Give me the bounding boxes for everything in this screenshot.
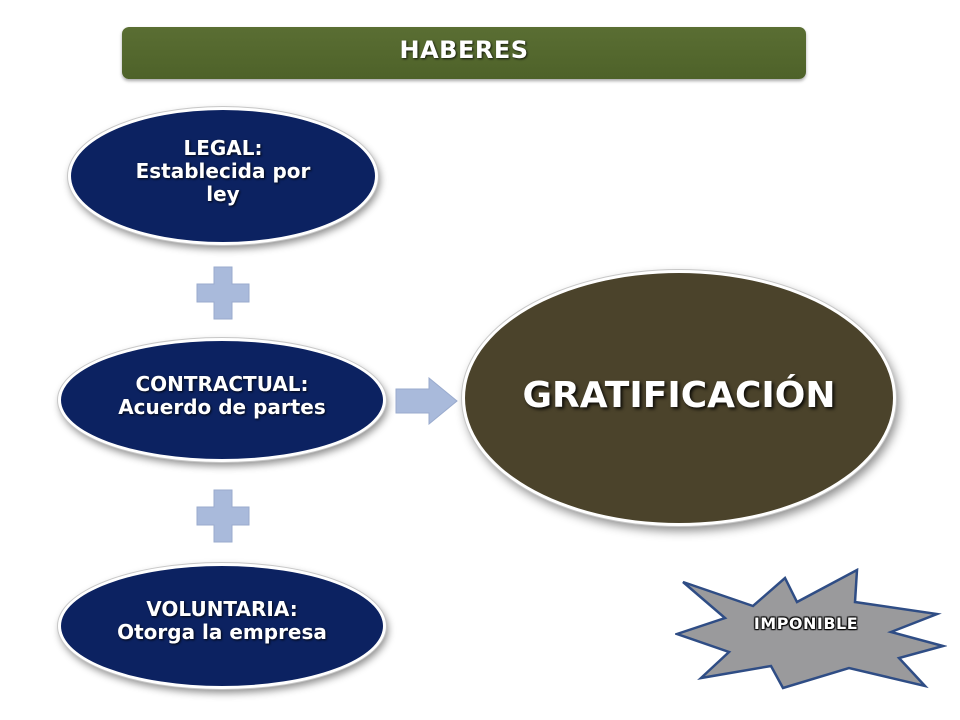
legal-line1: LEGAL: <box>183 135 263 160</box>
legal-line2: Establecida por <box>135 158 311 183</box>
contractual-line1: CONTRACTUAL: <box>135 372 309 396</box>
imponible-badge: IMPONIBLE <box>753 614 859 633</box>
arrow-right-icon <box>395 377 458 425</box>
contractual-line2: Acuerdo de partes <box>118 395 326 419</box>
contractual-node: CONTRACTUAL: Acuerdo de partes <box>58 338 386 462</box>
contractual-text: CONTRACTUAL: Acuerdo de partes <box>118 373 326 419</box>
gratificacion-node: GRATIFICACIÓN <box>462 270 896 526</box>
title-text: HABERES <box>399 36 529 64</box>
plus-icon <box>196 266 250 320</box>
plus-icon <box>196 489 250 543</box>
gratificacion-label: GRATIFICACIÓN <box>522 374 836 416</box>
legal-line3: ley <box>206 181 240 206</box>
voluntaria-line1: VOLUNTARIA: <box>146 597 298 621</box>
title-banner: HABERES <box>122 27 806 79</box>
legal-node: LEGAL: Establecida por ley <box>68 107 378 245</box>
voluntaria-text: VOLUNTARIA: Otorga la empresa <box>117 598 327 644</box>
starburst-shape <box>675 568 947 690</box>
voluntaria-line2: Otorga la empresa <box>117 620 327 644</box>
voluntaria-node: VOLUNTARIA: Otorga la empresa <box>58 563 386 689</box>
legal-text: LEGAL: Establecida por ley <box>135 135 311 206</box>
